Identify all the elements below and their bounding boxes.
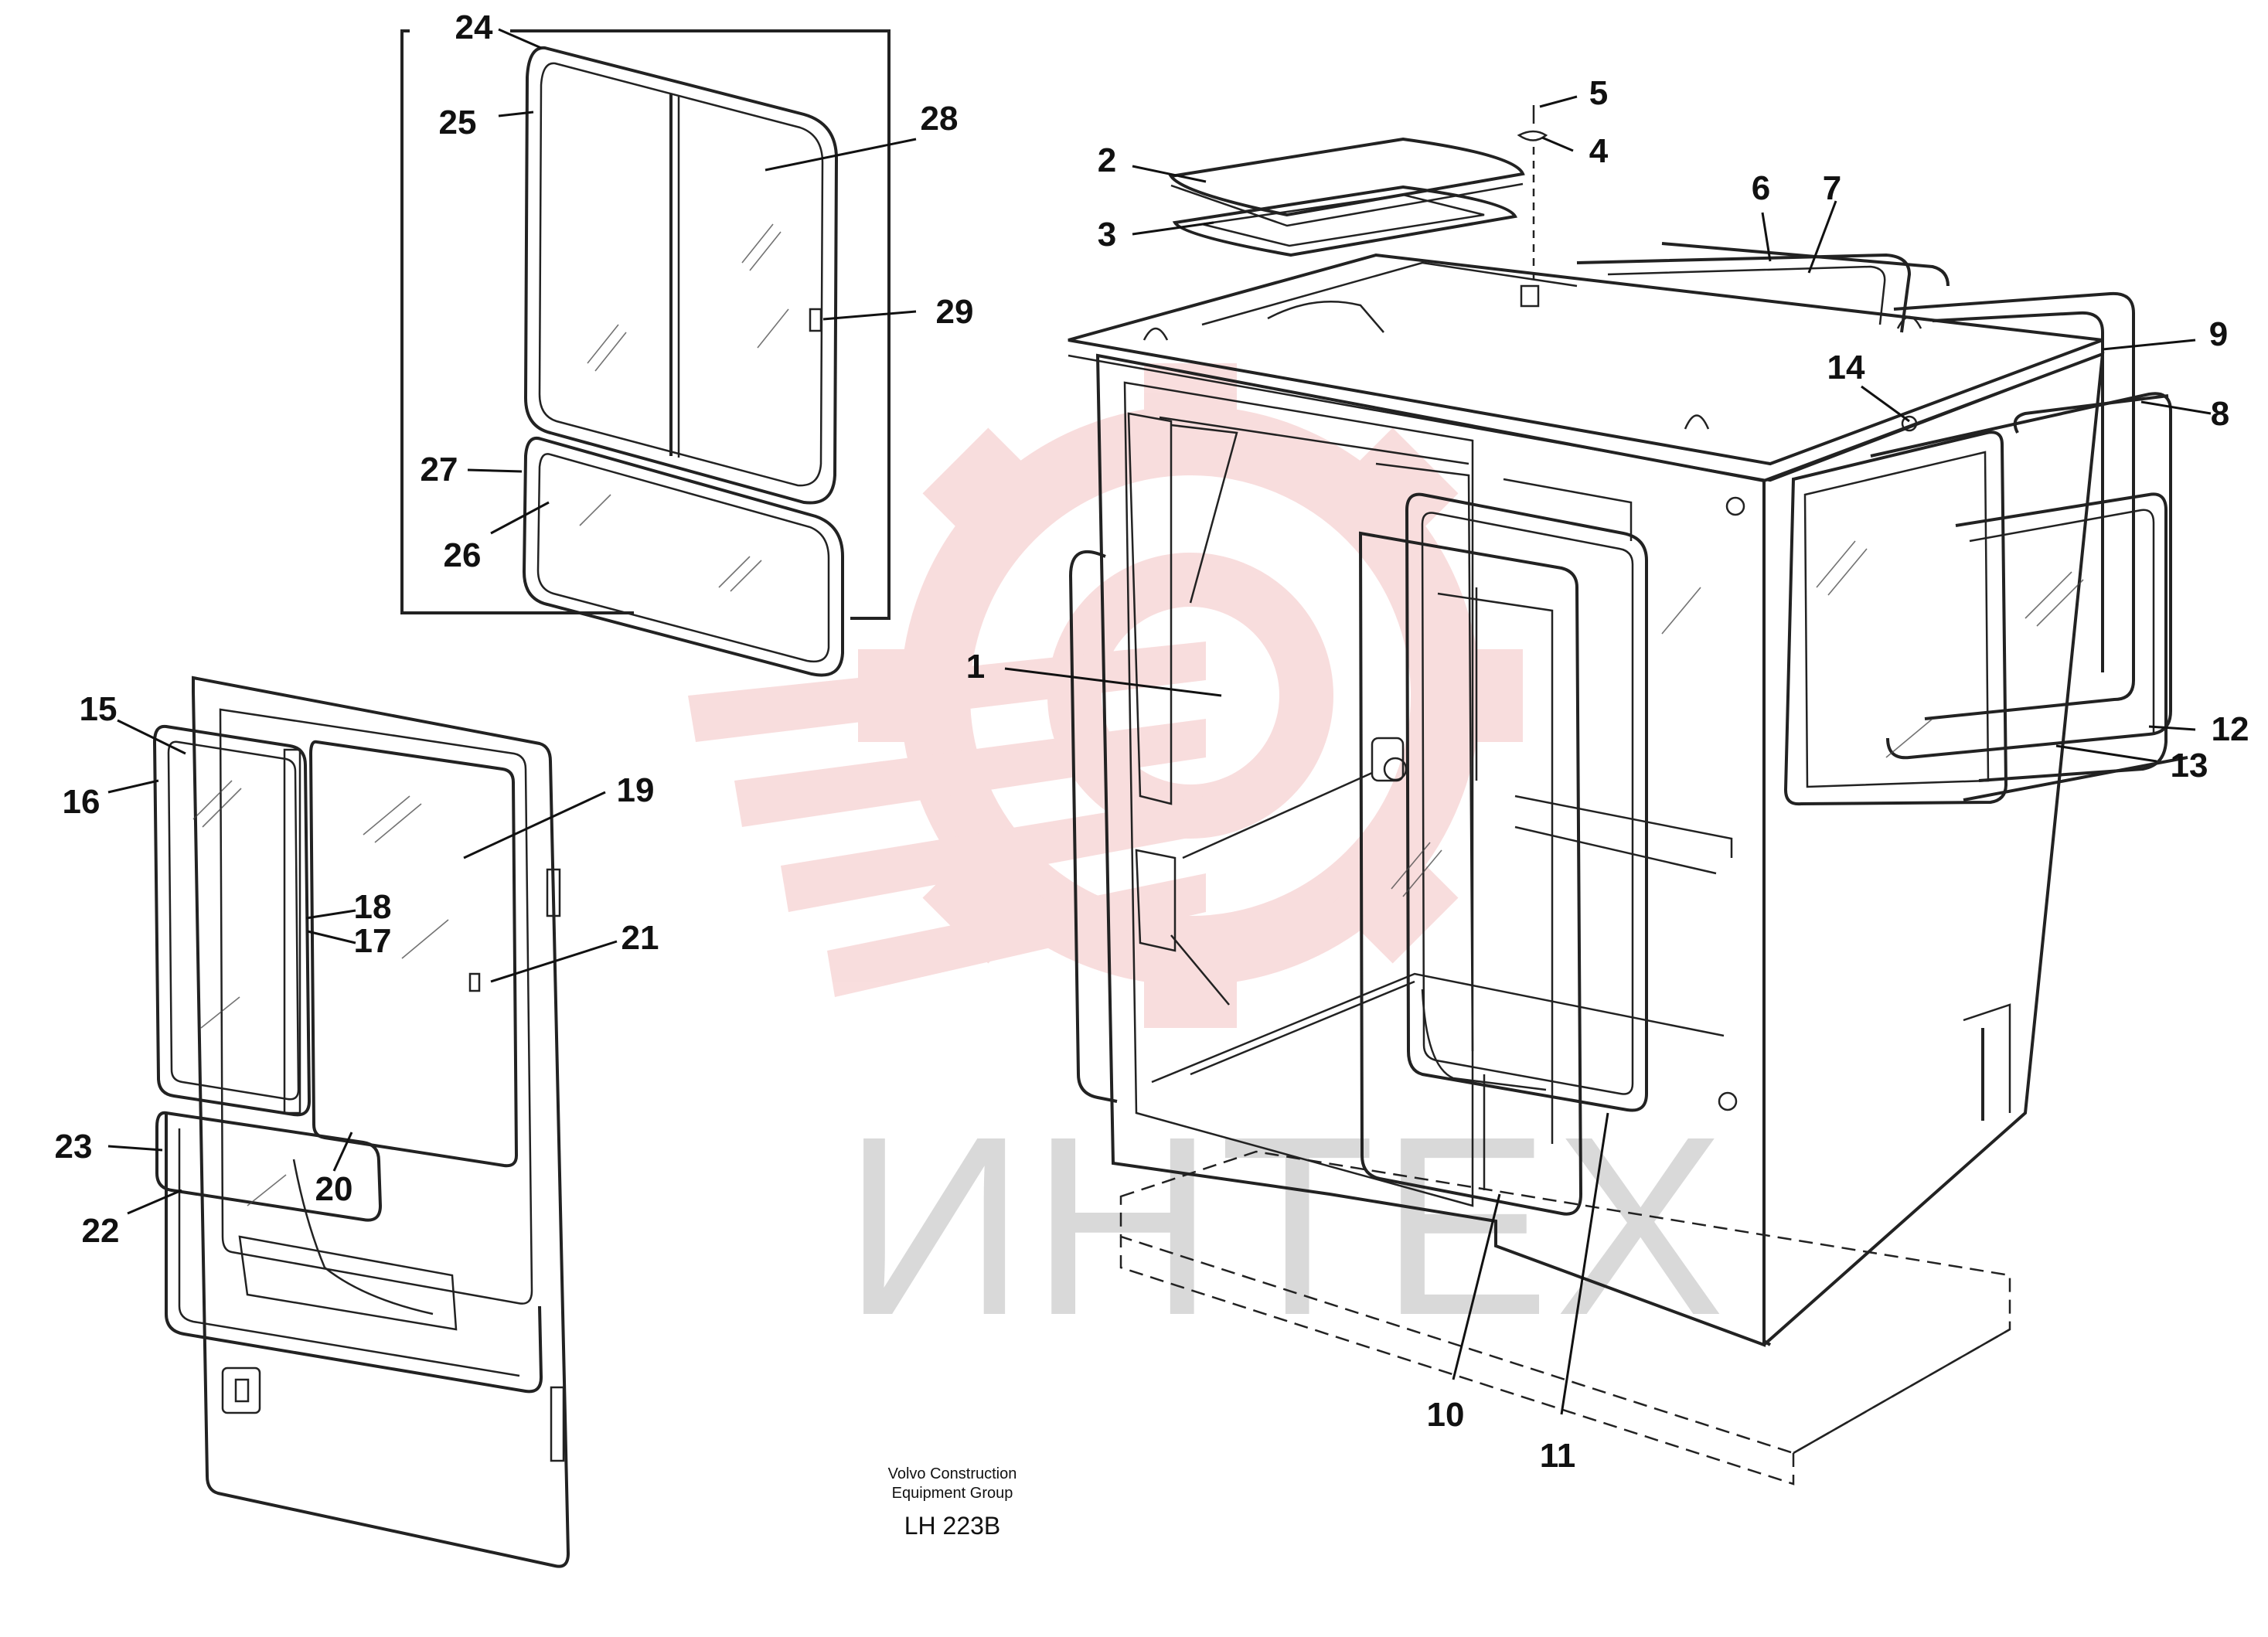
callout-18: 18 xyxy=(354,888,392,926)
callout-3: 3 xyxy=(1098,216,1116,254)
leader-lines xyxy=(107,28,2212,1415)
callout-21: 21 xyxy=(621,919,659,957)
callout-10: 10 xyxy=(1427,1396,1465,1434)
caption-drawing-code: LH 223B xyxy=(904,1512,1001,1540)
callouts: 1 2 3 4 5 6 7 8 9 10 11 12 13 14 15 16 1… xyxy=(55,9,2249,1475)
caption-company-line1: Volvo Construction xyxy=(888,1465,1017,1482)
callout-6: 6 xyxy=(1752,169,1770,207)
caption: Volvo Construction Equipment Group LH 22… xyxy=(888,1465,1017,1540)
callout-15: 15 xyxy=(80,690,117,728)
callout-24: 24 xyxy=(455,9,493,46)
callout-20: 20 xyxy=(315,1170,353,1208)
callout-23: 23 xyxy=(55,1128,93,1166)
callout-22: 22 xyxy=(82,1212,120,1250)
callout-12: 12 xyxy=(2212,710,2249,748)
callout-28: 28 xyxy=(921,100,959,138)
callout-25: 25 xyxy=(439,104,477,141)
watermark-logo xyxy=(688,363,1523,1028)
callout-17: 17 xyxy=(354,922,392,960)
callout-13: 13 xyxy=(2171,747,2208,784)
callout-29: 29 xyxy=(936,293,974,331)
callout-4: 4 xyxy=(1589,132,1609,170)
callout-5: 5 xyxy=(1589,74,1608,112)
callout-14: 14 xyxy=(1827,349,1865,386)
cab-frame xyxy=(1068,242,2188,1486)
callout-26: 26 xyxy=(444,536,482,574)
callout-19: 19 xyxy=(617,771,655,809)
rear-window-assembly xyxy=(400,29,891,677)
callout-1: 1 xyxy=(966,648,985,686)
callout-9: 9 xyxy=(2209,315,2228,353)
callout-8: 8 xyxy=(2211,395,2229,433)
callout-11: 11 xyxy=(1540,1437,1576,1475)
callout-27: 27 xyxy=(421,451,458,488)
roof-hatch-assembly xyxy=(1168,105,1548,308)
callout-16: 16 xyxy=(63,783,100,821)
watermark-text: ИНТЕХ xyxy=(843,1083,1729,1368)
caption-company-line2: Equipment Group xyxy=(892,1485,1013,1502)
door-assembly xyxy=(152,676,570,1568)
callout-7: 7 xyxy=(1823,169,1841,207)
callout-2: 2 xyxy=(1098,141,1116,179)
